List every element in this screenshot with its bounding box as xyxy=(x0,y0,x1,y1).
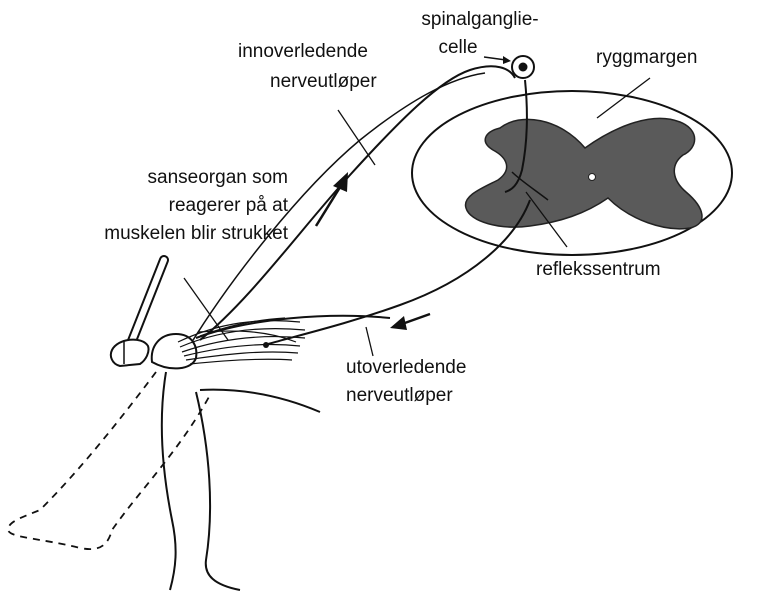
label-reflex-center: reflekssentrum xyxy=(536,258,661,282)
lower-leg-kicked xyxy=(8,372,210,549)
central-canal xyxy=(589,174,596,181)
grey-matter xyxy=(465,118,702,228)
label-spinal-cord: ryggmargen xyxy=(596,46,697,70)
label-afferent-line2: nerveutløper xyxy=(270,70,377,94)
afferent-direction-arrow xyxy=(316,184,342,226)
label-sense-organ-line3: muskelen blir strukket xyxy=(20,222,288,246)
ganglion-pointer-arrowhead xyxy=(503,56,511,64)
innoverledende-pointer xyxy=(338,110,375,165)
lower-leg-resting xyxy=(162,372,176,590)
efferent-direction-arrow xyxy=(402,314,430,324)
label-afferent-line1: innoverledende xyxy=(238,40,368,64)
label-efferent-line1: utoverledende xyxy=(346,356,466,380)
thigh-outline xyxy=(196,316,390,338)
label-spinal-ganglion-line1: spinalganglie- xyxy=(420,8,540,32)
spinal-ganglion-nucleus xyxy=(519,63,528,72)
ryggmargen-pointer xyxy=(597,78,650,118)
afferent-arrowhead xyxy=(333,172,348,192)
knee-patella xyxy=(152,334,197,368)
label-sense-organ-line1: sanseorgan som xyxy=(20,166,288,190)
efferent-arrowhead xyxy=(390,316,407,330)
label-spinal-ganglion-line2: celle xyxy=(428,36,488,60)
thigh-underside xyxy=(200,390,320,412)
label-efferent-line2: nerveutløper xyxy=(346,384,453,408)
lower-leg-resting-back xyxy=(196,392,240,590)
utoverledende-pointer xyxy=(366,327,373,356)
label-sense-organ-line2: reagerer på at xyxy=(20,194,288,218)
